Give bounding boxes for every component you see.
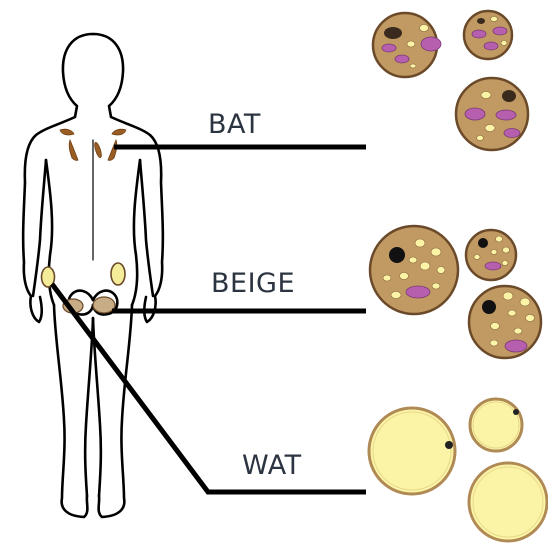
white-adipocyte-icon: [369, 399, 547, 541]
bat-cell-lower: [456, 78, 528, 150]
wat-label: WAT: [242, 450, 302, 481]
wat-cell-lower: [469, 463, 547, 541]
bat-label: BAT: [208, 109, 261, 140]
bat-cell-large: [373, 13, 441, 77]
beige-label: BEIGE: [211, 268, 295, 299]
wat-connector-line: [52, 284, 366, 492]
brown-adipocyte-icon: [373, 11, 528, 150]
beige-cell-large: [370, 226, 458, 314]
wat-cell-small: [470, 399, 522, 451]
beige-cell-small: [466, 230, 516, 280]
bat-cell-small: [464, 11, 512, 59]
connector-lines: [52, 147, 366, 492]
beige-cell-lower: [469, 286, 541, 358]
wat-cell-large: [369, 408, 455, 494]
beige-adipocyte-icon: [370, 226, 541, 358]
